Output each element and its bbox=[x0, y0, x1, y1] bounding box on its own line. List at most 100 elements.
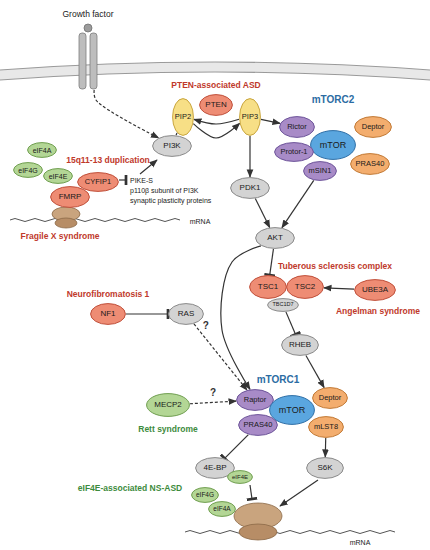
protein-outline bbox=[173, 99, 194, 136]
activation-arrow bbox=[194, 119, 239, 124]
activation-arrow bbox=[190, 401, 236, 404]
protein-ellipse: PTEN bbox=[199, 94, 233, 116]
protein-outline bbox=[287, 276, 324, 299]
node-label: MECP2 bbox=[154, 401, 182, 409]
activation-arrow bbox=[175, 133, 177, 135]
protein-outline bbox=[355, 117, 392, 138]
disease-label: Neurofibromatosis 1 bbox=[67, 290, 150, 299]
node-label: eIF4A bbox=[213, 506, 230, 513]
ligand bbox=[84, 24, 92, 32]
protein-outline bbox=[239, 415, 278, 436]
protein-ellipse: PDK1 bbox=[230, 177, 270, 199]
protein-outline bbox=[240, 99, 261, 136]
node-label: eIF4A bbox=[33, 147, 52, 154]
node-label: mLST8 bbox=[314, 423, 338, 431]
protein-ellipse: TSC2 bbox=[286, 275, 324, 299]
protein-ellipse: MECP2 bbox=[146, 393, 190, 417]
activation-arrow bbox=[324, 288, 354, 289]
protein-outline bbox=[44, 169, 73, 184]
protein-outline bbox=[78, 173, 119, 192]
inhibition-arrow bbox=[126, 313, 168, 314]
protein-outline bbox=[351, 154, 390, 175]
activation-arrow bbox=[221, 246, 261, 390]
disease-label: Fragile X syndrome bbox=[21, 232, 100, 241]
protein-ellipse: eIF4E bbox=[227, 470, 253, 484]
node-label: eIF4E bbox=[49, 173, 68, 180]
annotation: mRNA bbox=[190, 218, 211, 225]
node-label: RHEB bbox=[289, 341, 311, 349]
node-label: CYFIP1 bbox=[85, 178, 111, 186]
protein-ellipse: AKT bbox=[255, 227, 295, 249]
protein-ellipse: TBC1D7 bbox=[267, 298, 299, 312]
protein-ellipse: PIP2 bbox=[172, 98, 194, 136]
protein-outline bbox=[313, 388, 348, 409]
protein-ellipse: eIF4A bbox=[208, 501, 236, 517]
activation-arrow bbox=[325, 438, 327, 457]
node-label: NF1 bbox=[100, 310, 115, 318]
node-label: mTOR bbox=[320, 141, 346, 150]
node-label: PRAS40 bbox=[244, 421, 273, 429]
annotation: p110β subunit of PI3K bbox=[130, 187, 199, 194]
node-label: RAS bbox=[178, 310, 194, 318]
protein-outline bbox=[304, 162, 337, 181]
annotation: synaptic plasticity proteins bbox=[130, 197, 211, 204]
protein-outline bbox=[256, 228, 295, 249]
node-label: FMRP bbox=[59, 193, 82, 201]
activation-arrow bbox=[94, 90, 158, 138]
protein-ellipse: Deptor bbox=[354, 116, 392, 138]
node-label: AKT bbox=[267, 234, 283, 242]
activation-arrow bbox=[249, 136, 250, 177]
receptor-chain bbox=[79, 33, 86, 89]
complex-label: mTORC1 bbox=[257, 375, 300, 385]
membrane-line bbox=[0, 72, 430, 80]
protein-outline bbox=[228, 471, 253, 484]
node-shape bbox=[76, 24, 100, 90]
cell-membrane bbox=[0, 62, 430, 80]
protein-ellipse: RHEB bbox=[281, 334, 319, 356]
node-label: eIF4E bbox=[232, 474, 248, 480]
protein-outline bbox=[169, 304, 204, 325]
protein-outline bbox=[209, 502, 236, 517]
node-label: PTEN bbox=[205, 101, 226, 109]
node-label: eIF4G bbox=[196, 492, 214, 499]
protein-outline bbox=[275, 143, 314, 162]
protein-ellipse: S6K bbox=[306, 457, 344, 479]
receptor-chain bbox=[90, 33, 97, 89]
protein-ellipse: Rictor bbox=[279, 116, 315, 138]
inhibition-arrow bbox=[225, 435, 249, 459]
node-label: Rictor bbox=[287, 123, 307, 131]
node-label: TBC1D7 bbox=[272, 302, 293, 308]
protein-ellipse: PRAS40 bbox=[350, 153, 390, 175]
membrane-line bbox=[0, 62, 430, 70]
protein-ellipse: TSC1 bbox=[249, 275, 287, 299]
node-label: UBE3A bbox=[362, 286, 388, 294]
protein-ellipse: RAS bbox=[168, 303, 204, 325]
protein-outline bbox=[268, 299, 299, 312]
node-label: PIP2 bbox=[175, 113, 191, 121]
node-label: 4E-BP bbox=[203, 464, 226, 472]
protein-ellipse: UBE3A bbox=[354, 279, 396, 301]
receptor: Growth factor bbox=[76, 24, 100, 90]
protein-ellipse: Raptor bbox=[236, 389, 274, 411]
protein-outline bbox=[200, 95, 233, 116]
protein-outline bbox=[91, 304, 126, 325]
protein-ellipse: Deptor bbox=[312, 387, 348, 409]
protein-ellipse: FMRP bbox=[50, 186, 90, 208]
node-label: Raptor bbox=[244, 396, 267, 404]
edge-label: ? bbox=[203, 321, 209, 331]
protein-outline bbox=[231, 178, 270, 199]
protein-ellipse: eIF4A bbox=[27, 142, 57, 158]
protein-ellipse: Protor-1 bbox=[274, 142, 314, 162]
protein-outline bbox=[237, 390, 274, 411]
disease-label: eIF4E-associated NS-ASD bbox=[78, 484, 182, 493]
protein-outline bbox=[311, 131, 356, 160]
activation-arrow bbox=[282, 180, 314, 227]
activation-arrow bbox=[255, 199, 269, 228]
protein-ellipse: PI3K bbox=[152, 135, 192, 157]
disease-label: Tuberous sclerosis complex bbox=[278, 262, 392, 271]
disease-label: Angelman syndrome bbox=[336, 307, 420, 316]
protein-ellipse: mSIN1 bbox=[303, 161, 337, 181]
activation-arrow bbox=[261, 119, 280, 123]
protein-ellipse: eIF4E bbox=[43, 168, 73, 184]
